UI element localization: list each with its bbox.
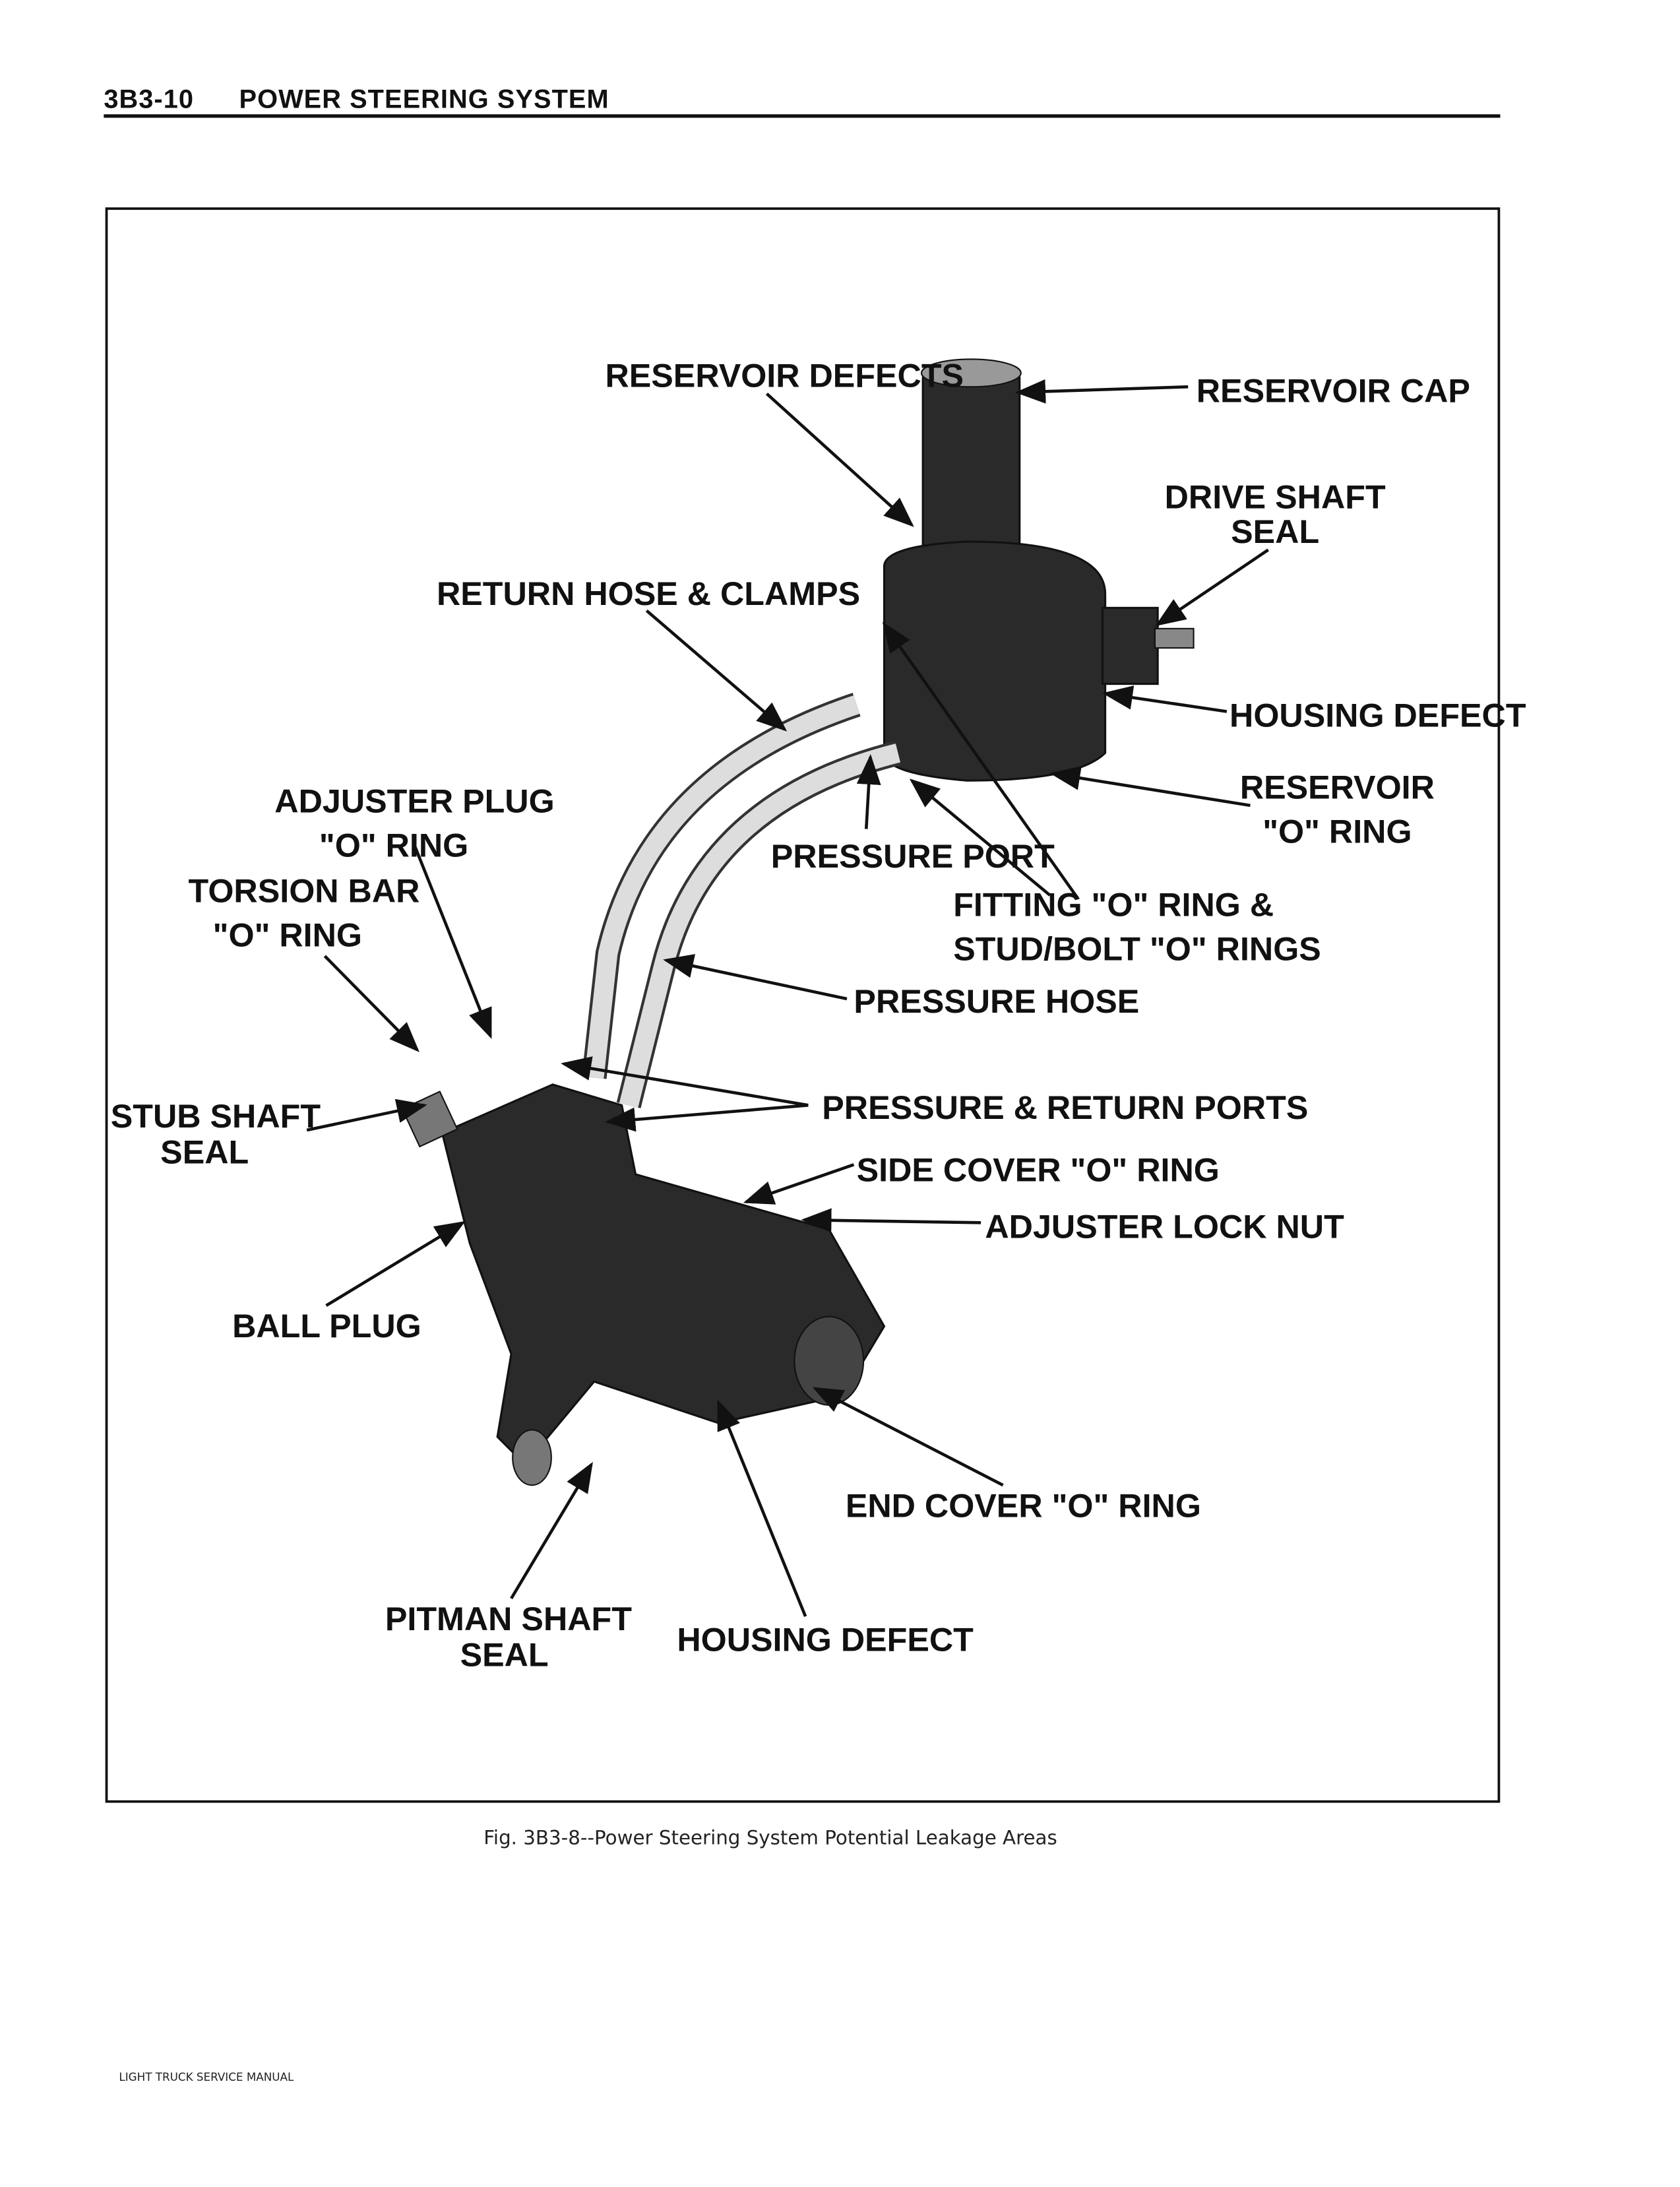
label-torsion-bar-1: TORSION BAR [189,872,420,909]
page-title: POWER STEERING SYSTEM [239,84,609,113]
label-adjuster-lock-nut: ADJUSTER LOCK NUT [985,1208,1344,1245]
label-pressure-return-ports: PRESSURE & RETURN PORTS [822,1089,1308,1126]
label-stub-shaft-2: SEAL [160,1133,249,1170]
label-fitting-o-ring-1: FITTING "O" RING & [953,886,1274,923]
callout-arrows [306,379,1269,1617]
label-adjuster-plug-2: "O" RING [319,827,468,864]
label-drive-shaft-seal-1: DRIVE SHAFT [1165,479,1386,516]
section-number: 3B3-10 [104,84,194,113]
figure-caption: Fig. 3B3-8--Power Steering System Potent… [483,1827,1057,1849]
label-housing-defect-gear: HOUSING DEFECT [677,1621,974,1658]
steering-gear-illustration [401,1083,886,1486]
label-side-cover-o-ring: SIDE COVER "O" RING [857,1151,1220,1188]
pump-illustration [582,358,1195,1108]
label-pitman-shaft-2: SEAL [460,1637,549,1674]
label-end-cover-o-ring: END COVER "O" RING [846,1487,1201,1524]
footer: LIGHT TRUCK SERVICE MANUAL [119,2070,294,2083]
callout-labels: RESERVOIR DEFECTS RESERVOIR CAP DRIVE SH… [111,357,1526,1673]
label-reservoir-defects: RESERVOIR DEFECTS [605,357,964,394]
label-fitting-o-ring-2: STUD/BOLT "O" RINGS [953,930,1321,967]
figure-frame [105,207,1501,1803]
label-reservoir-o-ring-2: "O" RING [1262,813,1412,850]
label-reservoir-o-ring-1: RESERVOIR [1240,769,1435,806]
label-torsion-bar-2: "O" RING [213,916,362,953]
label-reservoir-cap: RESERVOIR CAP [1197,372,1470,409]
label-drive-shaft-seal-2: SEAL [1231,513,1319,550]
label-pressure-port: PRESSURE PORT [771,838,1055,875]
label-return-hose-clamps: RETURN HOSE & CLAMPS [437,575,860,612]
label-pitman-shaft-1: PITMAN SHAFT [385,1601,632,1637]
label-adjuster-plug-1: ADJUSTER PLUG [274,782,554,819]
label-pressure-hose: PRESSURE HOSE [854,983,1139,1020]
label-housing-defect-pump: HOUSING DEFECT [1229,697,1526,734]
label-ball-plug: BALL PLUG [232,1308,421,1345]
label-stub-shaft-1: STUB SHAFT [111,1098,321,1135]
